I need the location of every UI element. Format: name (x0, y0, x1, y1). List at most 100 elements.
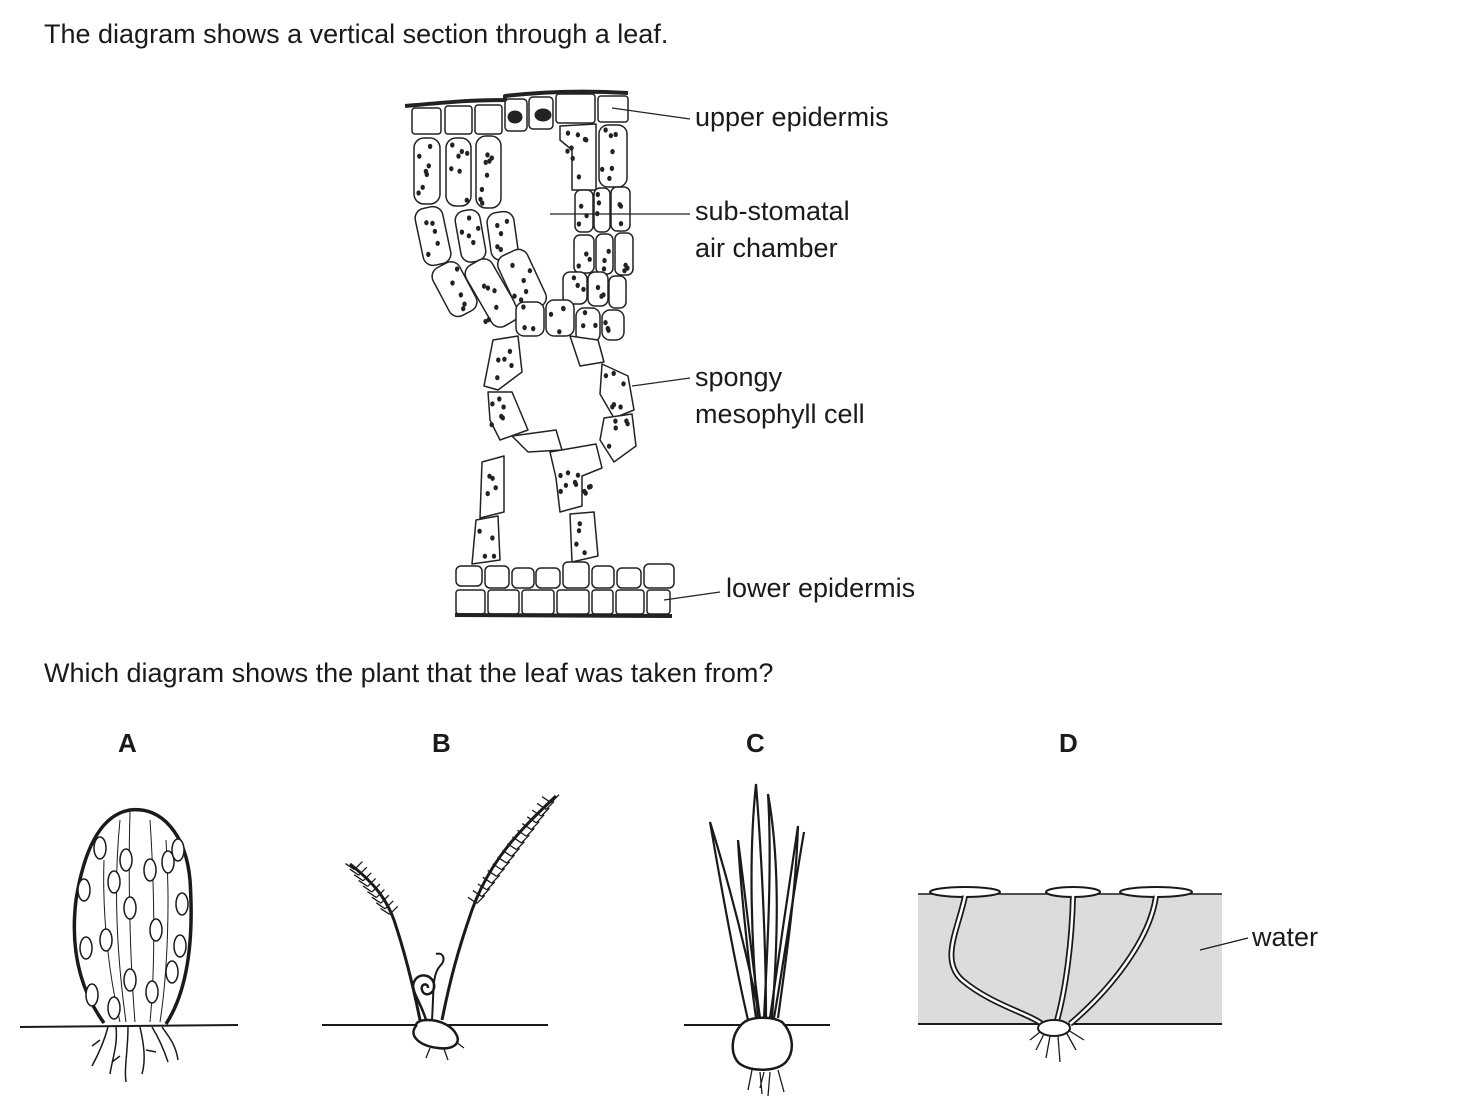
chloroplast (471, 239, 476, 246)
chloroplast (595, 284, 601, 291)
chloroplast (430, 220, 435, 226)
chloroplast (576, 221, 582, 227)
chloroplast (510, 262, 515, 268)
chloroplast (624, 418, 629, 424)
chloroplast (611, 370, 616, 376)
chloroplast (587, 256, 592, 262)
chloroplast (618, 203, 624, 209)
fern-leaflet (375, 900, 394, 910)
chloroplast (572, 479, 578, 485)
chloroplast (579, 203, 584, 209)
fern-leaflet (541, 794, 560, 804)
chloroplast (523, 288, 529, 295)
fern-leaflet (516, 827, 535, 837)
fern-leaflet (521, 821, 540, 831)
chloroplast (485, 285, 491, 291)
chloroplast (603, 320, 608, 326)
chloroplast (565, 148, 570, 154)
chloroplast (427, 143, 433, 149)
areole (79, 936, 93, 960)
areole (85, 983, 99, 1007)
fern-leaflet (371, 894, 390, 904)
chloroplast (490, 401, 495, 407)
chloroplast (593, 322, 598, 328)
chloroplast (485, 152, 490, 158)
chloroplast (456, 153, 461, 159)
chloroplast (457, 168, 462, 174)
chloroplast (498, 246, 503, 253)
chloroplast (584, 251, 589, 257)
chloroplast (507, 348, 513, 354)
areole (107, 996, 121, 1020)
chloroplast (596, 200, 602, 206)
areole (173, 934, 187, 958)
areole (149, 918, 163, 942)
chloroplast (476, 225, 481, 231)
chloroplast (557, 329, 562, 335)
areole (161, 850, 175, 874)
cactus-roots (91, 1026, 179, 1083)
fern-leaflet (353, 872, 372, 882)
bulb-roots (747, 1069, 785, 1097)
chloroplast (426, 251, 431, 257)
lower-epidermis-cells (455, 561, 675, 615)
chloroplast (522, 325, 527, 331)
chloroplast (494, 304, 499, 310)
chloroplast (487, 473, 492, 479)
option-b-letter: B (432, 728, 451, 758)
fern-leaflet (358, 877, 377, 887)
chloroplast (565, 130, 571, 136)
chloroplast (613, 425, 618, 431)
chloroplast (563, 482, 569, 488)
option-b-fern (322, 794, 560, 1061)
chloroplast (521, 277, 526, 284)
chloroplast (623, 262, 628, 268)
chloroplast (477, 528, 482, 534)
chloroplast (466, 233, 472, 239)
chloroplast (435, 240, 440, 246)
label-spongy-line1: spongy (695, 362, 783, 392)
chloroplast (417, 153, 422, 159)
fern-leaflet (536, 800, 555, 810)
chloroplast (496, 357, 501, 363)
fern-leaflet (502, 847, 520, 857)
areole (143, 858, 157, 882)
chloroplast (601, 266, 607, 272)
chloroplast (607, 175, 612, 181)
areole (119, 848, 133, 872)
label-spongy-line2: mesophyll cell (695, 399, 865, 429)
chloroplast (512, 293, 517, 299)
chloroplast (495, 222, 500, 229)
label-water: water (1252, 922, 1319, 952)
fern-leaflet (482, 874, 501, 884)
chloroplast (621, 381, 626, 387)
chloroplast (461, 306, 466, 312)
chloroplast (423, 168, 429, 174)
floating-leaves (929, 886, 1193, 898)
chloroplast (465, 150, 470, 156)
chloroplast (582, 136, 588, 142)
chloroplast (432, 228, 438, 234)
chloroplast (613, 418, 618, 424)
chloroplast (482, 553, 488, 559)
areole (123, 968, 137, 992)
areole (171, 838, 185, 862)
palisade-cells-right (545, 123, 634, 343)
chloroplast (606, 248, 611, 254)
chloroplast (527, 268, 533, 274)
fern-leaflet (467, 894, 486, 904)
chloroplast (576, 263, 581, 269)
chloroplast (609, 165, 615, 171)
chloroplast (502, 356, 507, 362)
chloroplast (610, 149, 615, 155)
chloroplast (608, 133, 614, 139)
question-prompt: Which diagram shows the plant that the l… (44, 658, 774, 688)
chloroplast (558, 488, 563, 494)
chloroplast (501, 404, 506, 410)
chloroplast (601, 292, 606, 298)
areole (165, 960, 179, 984)
chloroplast (489, 422, 494, 428)
chloroplast (577, 521, 582, 527)
chloroplast (450, 280, 455, 286)
